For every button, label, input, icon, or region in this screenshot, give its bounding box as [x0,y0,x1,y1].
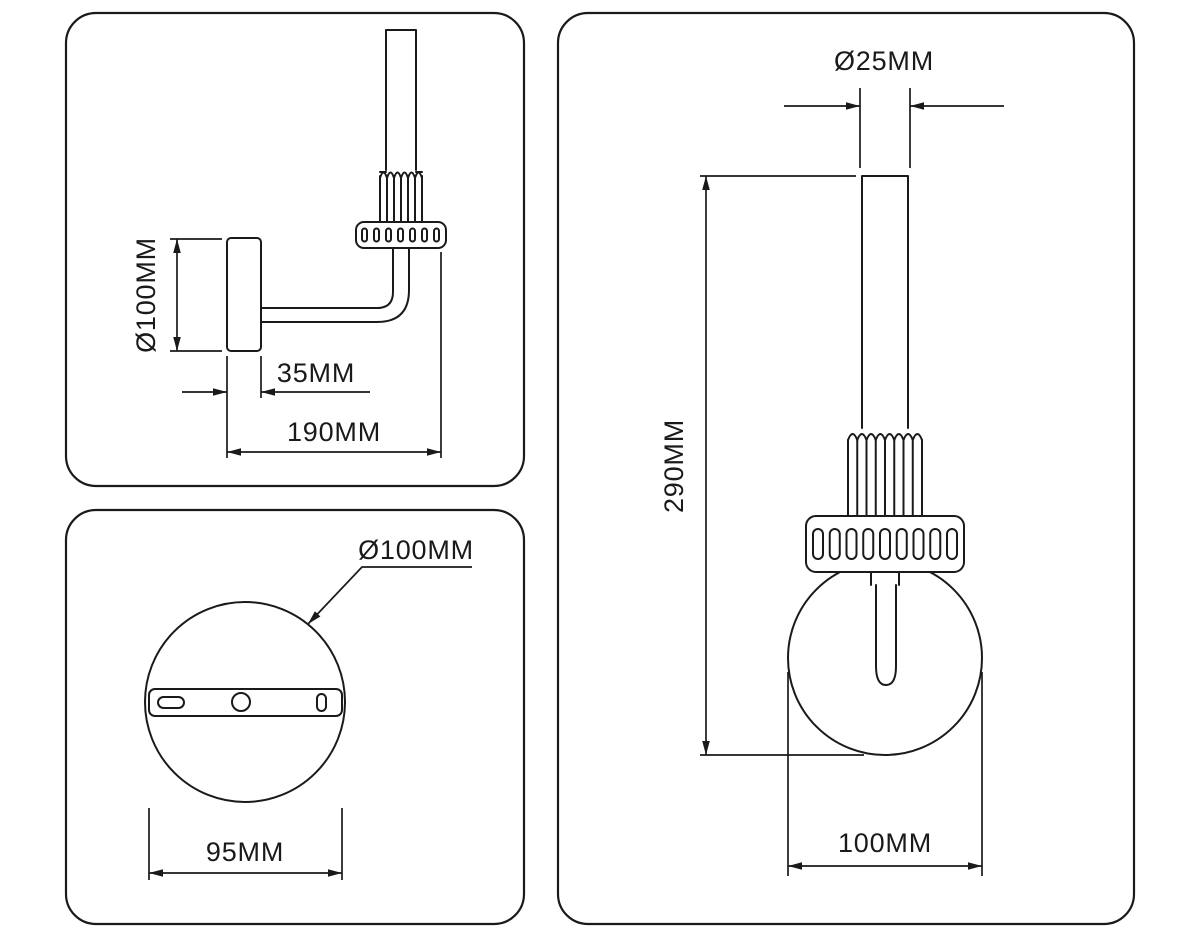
extension-line [226,252,442,458]
panel-backplate-view: Ø100MM 95MM [64,508,526,926]
dimension-plate-diameter-side: Ø100MM [131,237,222,353]
panel-front-view: Ø25MM 290MM 100MM [556,11,1136,926]
inner-socket-stem [875,584,897,686]
mounting-slot-right [316,693,327,712]
ring-slot [929,528,942,560]
knurled-ring-front [805,515,965,573]
panel-front-view-border [556,11,1136,926]
ring-slot [862,528,875,560]
ring-slot [385,227,392,243]
flute-ribs-side [379,175,423,223]
dimension-shade-width: 100MM [787,672,983,876]
mounting-hole-center [231,692,251,712]
dimension-label-plate-thickness: 35MM [277,358,355,388]
ring-slot [845,528,858,560]
dimension-hole-spacing: 95MM [148,808,343,880]
mounting-bracket [148,688,343,717]
mounting-slot-left [157,696,185,709]
ring-slot [397,227,404,243]
dimension-plate-thickness: 35MM [182,356,370,398]
dimension-label-hole-spacing: 95MM [206,837,284,867]
leader-line [307,566,472,625]
dimension-label-tube-diameter: Ø25MM [834,46,934,76]
extension-line [787,672,983,876]
ring-slot [812,528,824,560]
knurled-ring-side [355,221,447,249]
ring-slot [361,227,368,243]
flute-ribs-front [847,439,923,517]
panel-side-view: Ø100MM 35MM 190MM [64,11,526,488]
extension-line [859,88,911,168]
dimension-fixture-height: 290MM [659,175,864,756]
ring-slot [433,227,440,243]
dimension-projection-depth: 190MM [226,252,442,458]
extension-line [700,175,864,756]
mounting-arm-side [260,247,410,323]
dimension-label-plate-diameter-side: Ø100MM [131,237,161,353]
backplate-circle [144,601,346,803]
ring-slot [373,227,380,243]
candle-tube-front [861,175,909,429]
ring-slot [409,227,416,243]
panel-backplate-view-border [64,508,526,926]
glass-globe-front [787,560,983,756]
knurled-ring-slots-side [361,227,440,243]
extension-line [148,808,343,880]
dimension-label-backplate-diameter: Ø100MM [358,535,474,565]
knurled-ring-slots-front [812,528,958,560]
ring-slot [912,528,925,560]
dimension-label-shade-width: 100MM [838,828,932,858]
dimension-label-projection-depth: 190MM [287,417,381,447]
ring-slot [879,528,891,560]
ring-slot [828,528,841,560]
dimension-label-fixture-height: 290MM [659,419,689,513]
ring-slot [421,227,428,243]
dimension-backplate-diameter: Ø100MM [307,535,474,625]
ring-slot [946,528,958,560]
panel-side-view-border [64,11,526,488]
wall-plate-side [226,237,262,352]
dimension-tube-diameter: Ø25MM [784,46,1004,168]
candle-tube-side [385,29,417,171]
socket-neck-front [870,571,900,586]
ring-slot [895,528,908,560]
